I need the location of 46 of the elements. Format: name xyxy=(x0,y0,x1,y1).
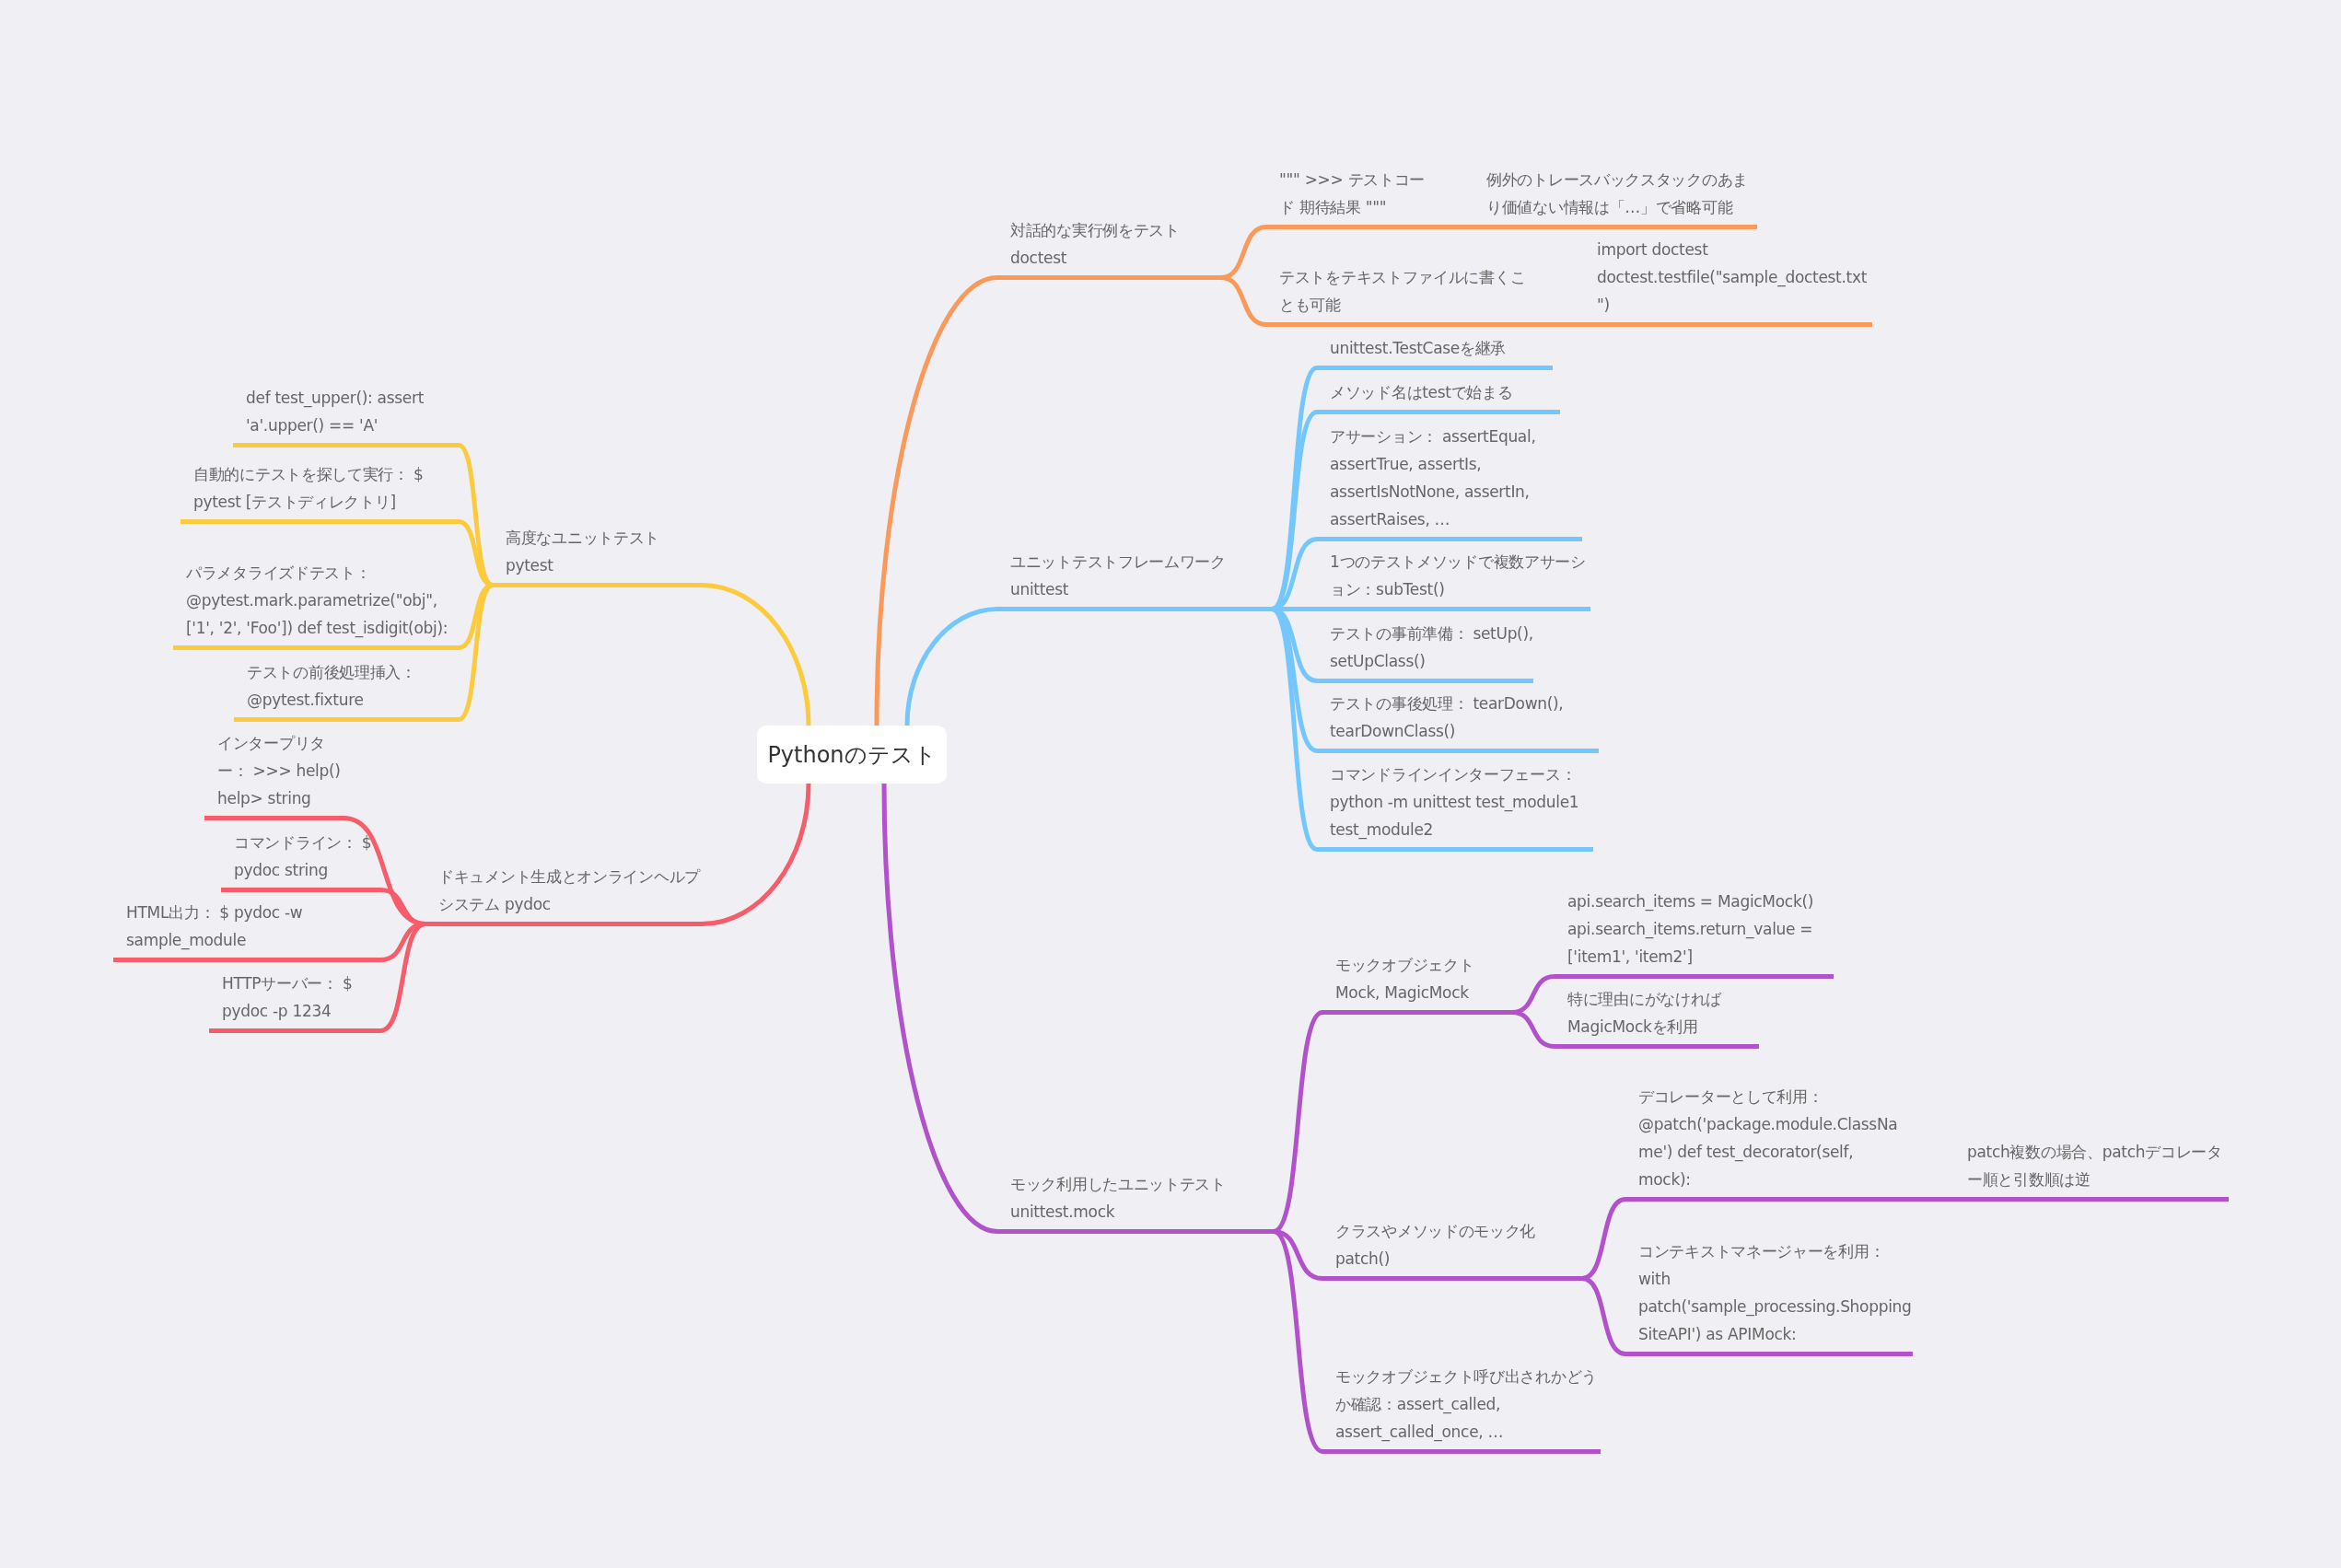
branch-line xyxy=(699,781,811,926)
topic: テストをテキストファイルに書くことも可能 xyxy=(1266,263,1538,327)
topic: ユニットテストフレームワーク unittest xyxy=(997,548,1272,611)
topic: パラメタライズドテスト： @pytest.mark.parametrize("obj", ['1', '2', 'Foo']) def test_isdigit(obj): xyxy=(173,559,459,650)
topic: テストの事後処理： tearDown(), tearDownClass() xyxy=(1317,690,1599,753)
topic: 特に理由にがなければ MagicMockを利用 xyxy=(1555,985,1759,1049)
topic: 1つのテストメソッドで複数アサーション：subTest() xyxy=(1317,548,1590,611)
topic: patch複数の場合、patchデコレーター順と引数順は逆 xyxy=(1954,1138,2229,1202)
topic: HTML出力： $ pydoc -w sample_module xyxy=(113,899,380,962)
topic: def test_upper(): assert 'a'.upper() == 'A' xyxy=(233,384,459,447)
topic: アサーション： assertEqual, assertTrue, assertIs, assertIsNotNone, assertIn, assertRaises, … xyxy=(1317,423,1582,541)
topic: モックオブジェクト呼び出されかどうか確認：assert_called, assert_called_once, … xyxy=(1322,1363,1601,1454)
topic: モック利用したユニットテスト unittest.mock xyxy=(997,1170,1274,1234)
topic: 高度なユニットテスト pytest xyxy=(493,524,702,587)
branch-line xyxy=(904,607,1000,728)
topic: コマンドライン： $ pydoc string xyxy=(221,829,380,892)
branch-line xyxy=(699,583,811,728)
topic: クラスやメソッドのモック化 patch() xyxy=(1322,1217,1582,1281)
topic: 例外のトレースバックスタックのあまり価値ない情報は「…」で省略可能 xyxy=(1473,166,1757,229)
branch-line xyxy=(1218,275,1269,327)
branch-line xyxy=(881,781,1000,1234)
topic: 自動的にテストを探して実行： $ pytest [テストディレクトリ] xyxy=(181,460,459,524)
central-topic: Pythonのテスト xyxy=(757,726,947,784)
branch-line xyxy=(1535,322,1587,327)
topic: api.search_items = MagicMock() api.search_items.return_value = ['item1', 'item2'] xyxy=(1555,888,1834,979)
topic: import doctest doctest.testfile("sample_doctest.txt") xyxy=(1584,236,1872,327)
branch-line xyxy=(1509,1010,1557,1049)
topic: インタープリター： >>> help() help> string xyxy=(204,729,344,820)
topic: コマンドラインインターフェース：python -m unittest test_module1 test_module2 xyxy=(1317,761,1593,852)
topic: モックオブジェクト Mock, MagicMock xyxy=(1322,951,1512,1015)
branch-line xyxy=(1905,1197,1957,1202)
topic: デコレーターとして利用： @patch('package.module.ClassName') def test_decorator(self, mock): xyxy=(1625,1083,1908,1202)
topic: """ >>> テストコード 期待結果 """ xyxy=(1266,166,1427,229)
branch-line xyxy=(1579,1276,1628,1356)
branch-line xyxy=(874,275,1000,728)
topic: ドキュメント生成とオンラインヘルプシステム pydoc xyxy=(425,863,702,926)
topic: unittest.TestCaseを継承 xyxy=(1317,334,1553,370)
topic: コンテキストマネージャーを利用： with patch('sample_processing.ShoppingSiteAPI') as APIMock: xyxy=(1625,1237,1913,1356)
branch-line xyxy=(456,583,495,722)
topic: テストの事前準備： setUp(), setUpClass() xyxy=(1317,620,1533,683)
topic: 対話的な実行例をテスト doctest xyxy=(997,216,1221,280)
branch-line xyxy=(378,922,428,1033)
topic: テストの前後処理挿入： @pytest.fixture xyxy=(234,658,459,722)
branch-line xyxy=(1425,225,1476,229)
topic: メソッド名はtestで始まる xyxy=(1317,378,1560,414)
topic: HTTPサーバー： $ pydoc -p 1234 xyxy=(209,970,380,1033)
